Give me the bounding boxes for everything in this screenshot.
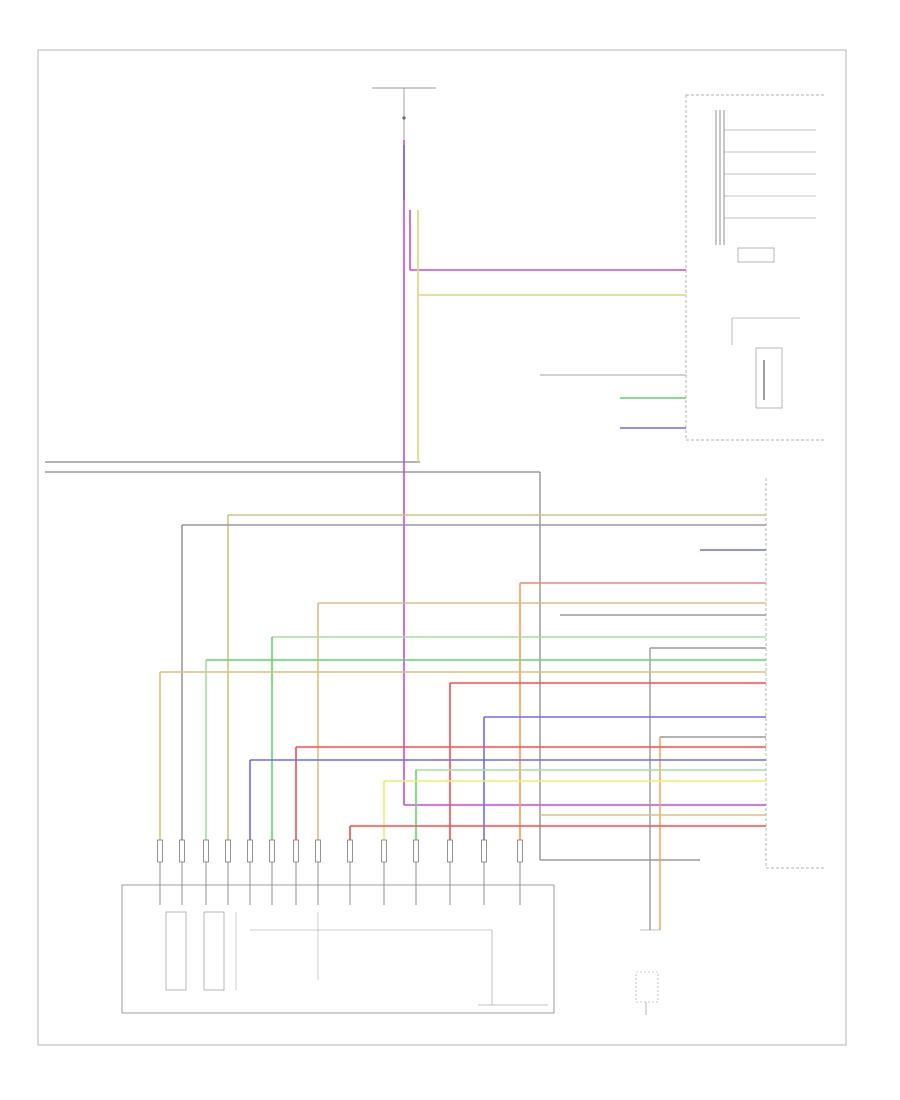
upper-right-module [685, 94, 826, 441]
ground-symbol [635, 929, 660, 1015]
connector-pin [315, 839, 321, 863]
right-connector-strip [765, 478, 826, 869]
connector-pin [293, 839, 299, 863]
bottom-connector-pins [157, 839, 523, 905]
tan-wire-2 [317, 602, 766, 840]
sensor-wires [540, 374, 686, 429]
yellow-wire-2 [383, 780, 766, 840]
red-wire-2 [449, 682, 766, 840]
green-wire-1 [271, 636, 766, 840]
red-wire-1 [519, 582, 766, 840]
yellow-wire-top [417, 210, 686, 462]
connector-pin [413, 839, 419, 863]
left-gray-wires [45, 461, 700, 861]
connector-pin [157, 839, 163, 863]
connector-pin [247, 839, 253, 863]
green-wire-2 [205, 659, 766, 840]
gray-wire-2 [181, 524, 766, 840]
connector-pin [381, 839, 387, 863]
connector-pin [203, 839, 209, 863]
connector-pin [517, 839, 523, 863]
diagram-frame [37, 49, 847, 1046]
connector-pin [269, 839, 275, 863]
connector-pin [225, 839, 231, 863]
connector-pin [347, 839, 353, 863]
blue-wire-2 [249, 759, 766, 840]
red-wire-3 [295, 746, 766, 840]
connector-pin [447, 839, 453, 863]
red-wire-4 [349, 825, 766, 840]
gray-wire-5 [659, 736, 766, 930]
control-module-box [121, 884, 555, 1014]
gray-wire-4 [649, 647, 766, 930]
top-fuse-block [372, 87, 436, 140]
tan-wire-1 [227, 514, 766, 840]
connector-pin [179, 839, 185, 863]
blue-wire-1 [483, 716, 766, 840]
connector-pin [481, 839, 487, 863]
tan-wire-3 [159, 671, 766, 840]
violet-wire [403, 140, 766, 806]
